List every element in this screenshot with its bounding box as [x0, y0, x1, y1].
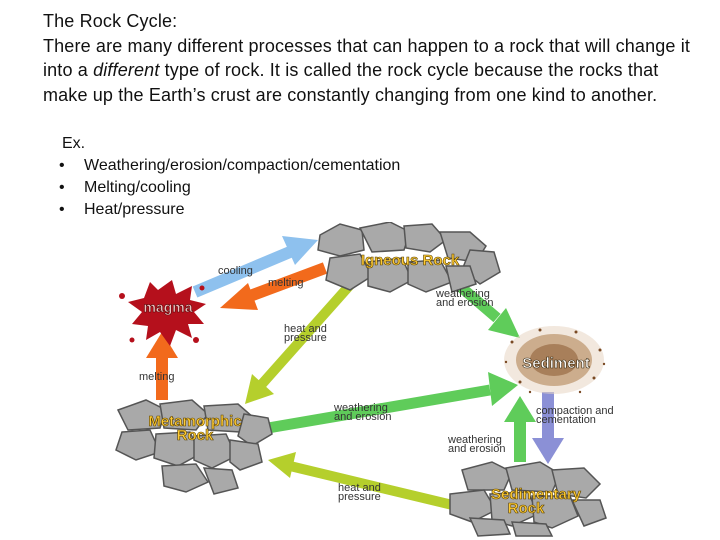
- weathering-top-line2: and erosion: [436, 297, 494, 309]
- compaction-line1: compaction and: [536, 405, 614, 417]
- igneous-rock-node: Igneous Rock: [317, 222, 501, 293]
- sediment-label: Sediment: [522, 355, 590, 372]
- melting-arrow-igneous-to-magma: [220, 262, 328, 310]
- list-item-text: Heat/pressure: [84, 201, 185, 218]
- magma-label: magma: [143, 299, 192, 315]
- heat-pressure-center-line2: pressure: [284, 332, 327, 344]
- bullet: •: [59, 157, 65, 174]
- bullet: •: [59, 179, 65, 196]
- weathering-low-line2: and erosion: [448, 443, 506, 455]
- metamorphic-rock-node: Metamorphic Rock: [115, 399, 273, 495]
- weathering-mid-line2: and erosion: [334, 411, 392, 423]
- weathering-top-line1: weathering: [435, 288, 490, 300]
- list-item: • Heat/pressure: [59, 199, 400, 221]
- heat-pressure-bottom-line1: heat and: [338, 482, 381, 494]
- sedimentary-rock-label-line2: Rock: [508, 500, 545, 517]
- paragraph-text-start: There are many different processes that …: [43, 35, 691, 81]
- examples-block: Ex. • Weathering/erosion/compaction/cemen…: [59, 133, 401, 221]
- emphasized-word: different: [93, 60, 160, 80]
- melting-arrow-metamorphic-to-magma: [146, 332, 178, 400]
- igneous-rock-label: Igneous Rock: [361, 252, 460, 269]
- sedimentary-rock-label-line1: Sedimentary: [491, 486, 582, 503]
- rock-cycle-diagram: Igneous Rock magma Sediment: [115, 222, 614, 537]
- weathering-mid-line1: weathering: [333, 402, 388, 414]
- sedimentary-rock-node: Sedimentary Rock: [449, 461, 607, 537]
- compaction-line2: cementation: [536, 414, 596, 426]
- process-labels: cooling melting melting heat and pressur…: [139, 265, 614, 503]
- melting-label-left: melting: [139, 371, 174, 383]
- weathering-arrow-sedimentary-to-sediment: [504, 396, 536, 462]
- sediment-node: Sediment: [504, 326, 606, 394]
- melting-label-top: melting: [268, 277, 303, 289]
- metamorphic-rock-label-line2: Rock: [177, 427, 214, 444]
- examples-list: • Weathering/erosion/compaction/cementati…: [59, 155, 401, 221]
- list-item: • Weathering/erosion/compaction/cementati…: [59, 155, 401, 177]
- heading: The Rock Cycle:: [43, 11, 178, 31]
- weathering-low-line1: weathering: [447, 434, 502, 446]
- heat-pressure-center-line1: heat and: [284, 323, 327, 335]
- intro-text: The Rock Cycle: There are many different…: [43, 9, 703, 107]
- bullet: •: [59, 201, 65, 218]
- examples-label: Ex.: [62, 135, 86, 152]
- list-item-text: Weathering/erosion/compaction/cementatio…: [84, 157, 401, 174]
- compaction-arrow-sediment-to-sedimentary: [532, 392, 564, 464]
- cooling-label: cooling: [218, 265, 253, 277]
- list-item: • Melting/cooling: [59, 177, 400, 199]
- heat-pressure-arrow-sedimentary-to-metamorphic: [268, 452, 467, 513]
- magma-node: magma: [119, 280, 206, 346]
- weathering-arrow-metamorphic-to-sediment: [267, 372, 518, 434]
- description-paragraph: There are many different processes that …: [43, 34, 703, 108]
- list-item-text: Melting/cooling: [84, 179, 191, 196]
- cooling-arrow: [192, 236, 318, 298]
- metamorphic-rock-label-line1: Metamorphic: [148, 413, 241, 430]
- heat-pressure-arrow-igneous-to-metamorphic: [245, 281, 354, 404]
- heat-pressure-bottom-line2: pressure: [338, 491, 381, 503]
- paragraph-text-end: type of rock. It is called the rock cycl…: [43, 60, 659, 105]
